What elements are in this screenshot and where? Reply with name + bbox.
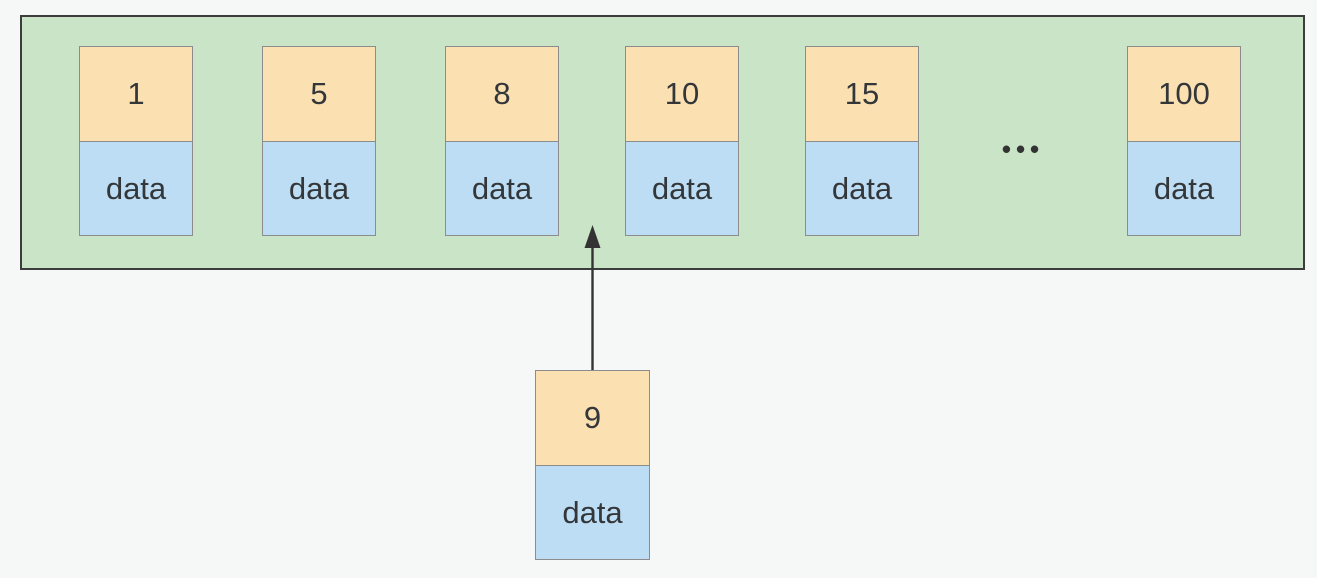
insert-cell-data: data: [535, 465, 650, 560]
cell-key: 8: [445, 46, 559, 141]
cell-key: 10: [625, 46, 739, 141]
cell-key: 100: [1127, 46, 1241, 141]
insert-cell-key: 9: [535, 370, 650, 465]
cell-key: 1: [79, 46, 193, 141]
cell-data: data: [79, 141, 193, 236]
ellipsis: •••: [1001, 134, 1045, 164]
cell-data: data: [625, 141, 739, 236]
cell-key: 15: [805, 46, 919, 141]
cell-data: data: [262, 141, 376, 236]
cell-data: data: [805, 141, 919, 236]
cell-data: data: [1127, 141, 1241, 236]
insert-cell: 9 data: [535, 370, 650, 560]
cell-key: 5: [262, 46, 376, 141]
cell-data: data: [445, 141, 559, 236]
